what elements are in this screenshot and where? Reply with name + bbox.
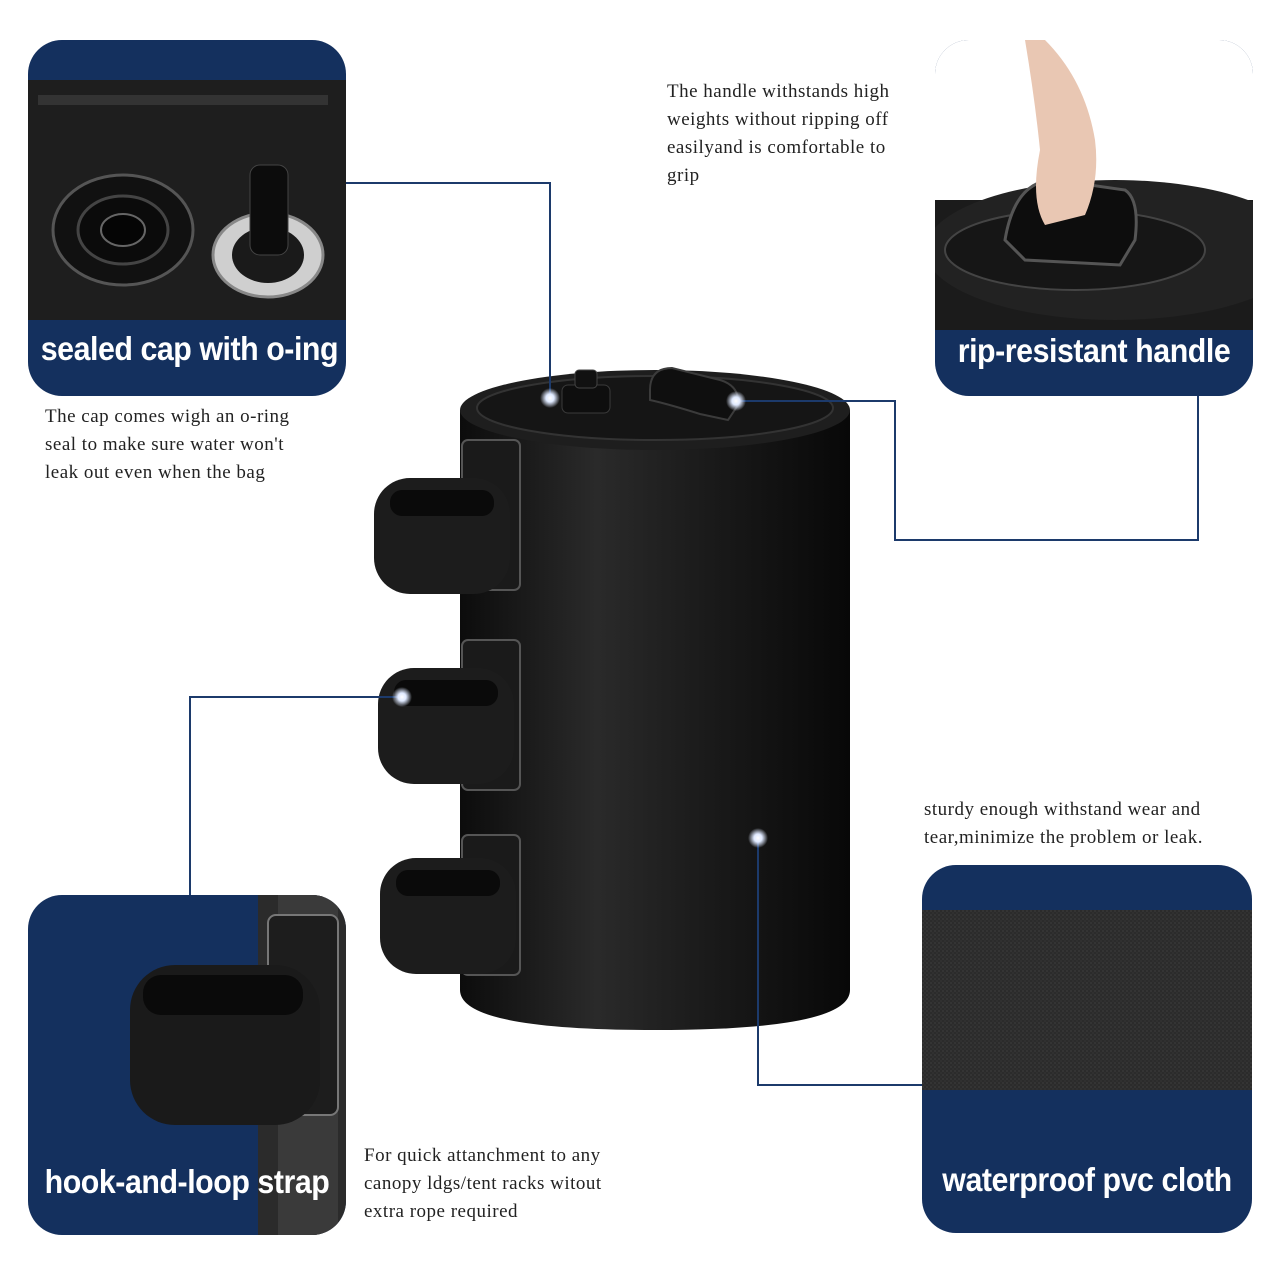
cap-caption-line: seal to make sure water won't: [45, 434, 284, 455]
strap-connector: [189, 696, 402, 895]
strap-caption-line: For quick attanchment to any: [364, 1145, 601, 1166]
cap-closeup-image: [28, 80, 346, 320]
cap-connector: [345, 182, 551, 396]
handle-caption-line: weights without ripping off: [667, 109, 889, 130]
strap-feature-title: hook-and-loop strap: [44, 1163, 330, 1200]
cloth-caption: sturdy enough withstand wear and tear,mi…: [924, 796, 1203, 852]
connector-lines: [189, 182, 1199, 1086]
handle-connector: [736, 395, 1199, 541]
cap-caption: The cap comes wigh an o-ring seal to mak…: [45, 403, 290, 487]
cap-caption-line: The cap comes wigh an o-ring: [45, 406, 290, 427]
cloth-texture-image: [922, 910, 1252, 1090]
strap-feature-card: hook-and-loop strap: [28, 895, 346, 1235]
cloth-caption-line: tear,minimize the problem or leak.: [924, 827, 1203, 848]
strap-caption: For quick attanchment to any canopy ldgs…: [364, 1142, 602, 1226]
cloth-feature-card: waterproof pvc cloth: [922, 865, 1252, 1233]
strap-closeup-image: [130, 895, 346, 1235]
water-bag: [460, 366, 850, 1030]
strap-caption-line: canopy ldgs/tent racks witout: [364, 1173, 602, 1194]
handle-feature-title: rip-resistant handle: [957, 332, 1231, 369]
highlight-dots: [392, 388, 768, 848]
handle-feature-card: rip-resistant handle: [935, 40, 1253, 396]
cloth-connector: [757, 838, 922, 1086]
cloth-caption-line: sturdy enough withstand wear and: [924, 799, 1201, 820]
cloth-feature-title: waterproof pvc cloth: [942, 1161, 1232, 1198]
handle-caption: The handle withstands high weights witho…: [667, 78, 890, 190]
strap-caption-line: extra rope required: [364, 1201, 519, 1222]
handle-caption-line: The handle withstands high: [667, 81, 890, 102]
cap-caption-line: leak out even when the bag: [45, 462, 266, 483]
cap-feature-title: sealed cap with o-ing: [40, 330, 339, 367]
handle-closeup-image: [935, 40, 1253, 330]
handle-caption-line: grip: [667, 165, 700, 186]
straps: [374, 439, 521, 976]
cap-feature-card: sealed cap with o-ing: [28, 40, 346, 396]
handle-caption-line: easilyand is comfortable to: [667, 137, 886, 158]
